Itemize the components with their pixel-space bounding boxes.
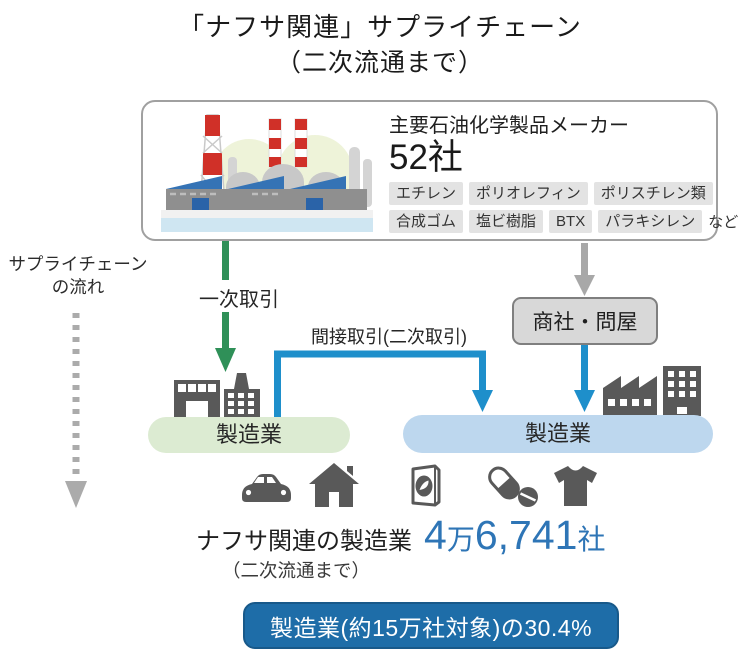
snack-bag-icon <box>411 464 441 507</box>
indirect-transaction-connector <box>274 350 493 417</box>
primary-transaction-label: 一次取引 <box>197 283 281 312</box>
maker-box-content: 主要石油化学製品メーカー 52社 エチレン ポリオレフィン ポリスチレン類 合成… <box>389 113 738 233</box>
second-tier-manufacturer-label: 製造業 <box>524 421 591 446</box>
tshirt-icon <box>554 466 597 506</box>
product-tag: ポリスチレン類 <box>593 182 713 205</box>
product-tag: パラキシレン <box>598 210 703 233</box>
first-tier-manufacturer-pill: 製造業 <box>148 417 350 453</box>
result-label: ナフサ関連の製造業 <box>196 528 412 555</box>
count-unit2: 社 <box>577 524 606 555</box>
product-tag: ポリオレフィン <box>469 182 588 205</box>
first-tier-manufacturer-label: 製造業 <box>215 422 282 447</box>
first-tier-factory-icon <box>174 373 260 417</box>
product-tag: 塩ビ樹脂 <box>469 210 544 233</box>
flow-label-line2: の流れ <box>51 277 105 297</box>
petrochemical-makers-box: 主要石油化学製品メーカー 52社 エチレン ポリオレフィン ポリスチレン類 合成… <box>141 100 738 241</box>
second-tier-manufacturer-pill: 製造業 <box>403 415 713 453</box>
result-row: ナフサ関連の製造業 4万6,741社 <box>196 512 666 559</box>
result-note: （二次流通まで） <box>222 560 371 581</box>
product-tags-suffix: など <box>708 214 739 231</box>
product-tag: 合成ゴム <box>389 210 464 233</box>
wholesaler-to-manufacturer-arrow <box>574 345 595 412</box>
diagram-title-line2: （二次流通まで） <box>275 49 484 77</box>
maker-company-count: 52社 <box>389 138 463 177</box>
product-tags-row2: 合成ゴム 塩ビ樹脂 BTX パラキシレン など <box>389 210 738 233</box>
flow-label-line1: サプライチェーン <box>8 254 148 274</box>
wholesaler-label: 商社・問屋 <box>532 311 638 334</box>
product-tag: エチレン <box>389 182 464 205</box>
pills-icon <box>488 466 538 507</box>
count-unit1: 万 <box>446 524 475 555</box>
maker-to-wholesaler-arrow <box>574 243 595 296</box>
diagram-title: 「ナフサ関連」サプライチェーン （二次流通まで） <box>0 8 748 80</box>
share-banner: 製造業(約15万社対象)の30.4% <box>243 602 619 649</box>
maker-box-label: 主要石油化学製品メーカー <box>389 115 629 137</box>
supply-chain-flow-label: サプライチェーン の流れ <box>0 253 156 299</box>
product-tags-row1: エチレン ポリオレフィン ポリスチレン類 <box>389 182 714 205</box>
wholesaler-box: 商社・問屋 <box>512 297 658 345</box>
manufacturer-count-value: 4万6,741社 <box>424 512 605 559</box>
diagram-title-line1: 「ナフサ関連」サプライチェーン <box>178 12 582 42</box>
second-tier-factory-icon <box>603 366 701 416</box>
flow-direction-dotted-arrow <box>65 313 87 508</box>
product-tag: BTX <box>549 210 593 233</box>
petrochemical-plant-illustration <box>161 114 373 232</box>
count-num1: 4 <box>424 512 447 558</box>
house-icon <box>309 463 359 507</box>
share-banner-text: 製造業(約15万社対象)の30.4% <box>269 614 593 641</box>
car-icon <box>242 474 291 502</box>
indirect-transaction-label: 間接取引(二次取引) <box>309 323 469 349</box>
count-num2: 6,741 <box>474 512 578 558</box>
